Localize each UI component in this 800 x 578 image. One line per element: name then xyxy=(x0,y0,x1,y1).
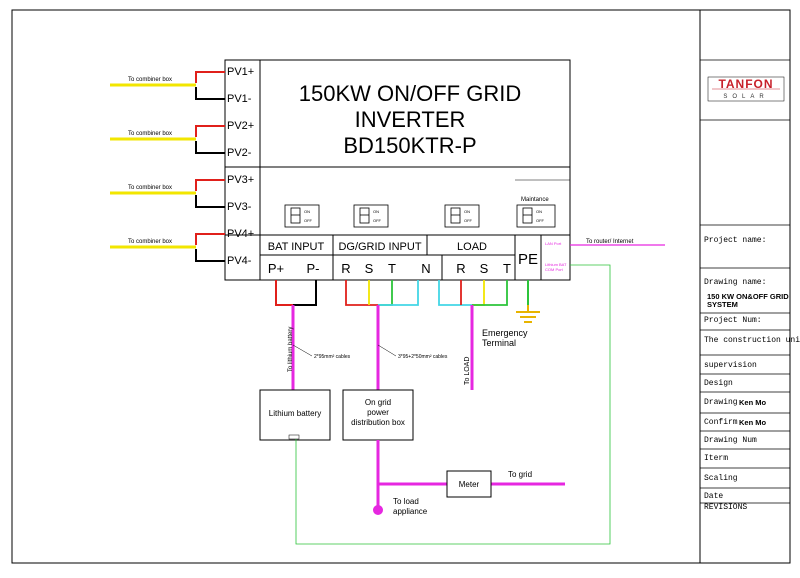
project-name-label: Project name: xyxy=(704,236,767,245)
pv2-plus-label: PV2+ xyxy=(227,120,254,132)
inverter-title-line3: BD150KTR-P xyxy=(343,133,476,158)
tanfon-logo xyxy=(707,76,785,102)
router-label: To router/ Internet xyxy=(586,239,634,245)
switch-3-on: ON xyxy=(464,209,470,214)
ongrid-label-2: power xyxy=(367,408,389,417)
combiner-label-2: To combiner box xyxy=(128,131,172,137)
inverter-title-line1: 150KW ON/OFF GRID xyxy=(299,81,521,106)
switch-4-on: ON xyxy=(536,209,542,214)
supervision-label: supervision xyxy=(704,361,757,370)
pv-cables xyxy=(110,71,225,262)
drawing-name-value-2: SYSTEM xyxy=(707,300,738,309)
grid-s: S xyxy=(365,261,374,276)
pv4-plus-label: PV4+ xyxy=(227,228,254,240)
switch-3-off: OFF xyxy=(464,218,473,223)
combiner-label-3: To combiner box xyxy=(128,185,172,191)
grid-r: R xyxy=(341,261,350,276)
titleblock-grid xyxy=(700,59,790,504)
logo-sub-text: SOLAR xyxy=(723,94,768,100)
emergency-label-2: Terminal xyxy=(482,338,516,348)
drawing-num-label: Drawing Num xyxy=(704,436,757,445)
switch-1-off: OFF xyxy=(304,218,313,223)
meter-box xyxy=(446,470,492,498)
load-appliance-node xyxy=(373,505,383,515)
switch-2 xyxy=(353,204,389,228)
to-load-vertical-label: To LOAD xyxy=(464,357,471,385)
meter-label: Meter xyxy=(459,480,480,489)
load-r: R xyxy=(456,261,465,276)
load-t: T xyxy=(503,261,511,276)
battery-cables xyxy=(275,280,317,390)
cable1-leader xyxy=(292,344,313,357)
ongrid-label-1: On grid xyxy=(365,398,391,407)
switch-maintance xyxy=(516,204,556,228)
pv4-minus-label: PV4- xyxy=(227,255,252,267)
bat-input-label: BAT INPUT xyxy=(268,241,325,253)
logo-main-text: TANFON xyxy=(718,77,773,91)
lithium-port-label-2: COM Port xyxy=(545,267,564,272)
switch-1 xyxy=(284,204,320,228)
load-s: S xyxy=(480,261,489,276)
switch-4-off: OFF xyxy=(536,218,545,223)
pv3-plus-label: PV3+ xyxy=(227,174,254,186)
date-label: Date xyxy=(704,492,724,501)
cable2-label: 3*95+2*50mm² cables xyxy=(398,354,448,360)
pv3-minus-label: PV3- xyxy=(227,201,252,213)
confirm-label: Confirm xyxy=(704,418,738,427)
construction-unit-label: The construction unit: xyxy=(704,336,800,345)
drawing-name-value-1: 150 KW ON&OFF GRID xyxy=(707,292,789,301)
maintance-label: Maintance xyxy=(521,197,549,203)
drawing-border xyxy=(11,9,791,564)
drawing-label: Drawing xyxy=(704,398,738,407)
scaling-label: Scaling xyxy=(704,474,738,483)
drawing-by-value: Ken Mo xyxy=(739,398,767,407)
pv1-minus-label: PV1- xyxy=(227,93,252,105)
grid-t: T xyxy=(388,261,396,276)
grid-cables xyxy=(345,280,419,390)
switch-3 xyxy=(444,204,480,228)
ongrid-label-3: distribution box xyxy=(351,418,405,427)
to-grid-label: To grid xyxy=(508,470,532,479)
drawing-name-label: Drawing name: xyxy=(704,278,767,287)
to-load-label-2: appliance xyxy=(393,507,428,516)
combiner-label-1: To combiner box xyxy=(128,77,172,83)
grid-n: N xyxy=(421,261,430,276)
com-cable xyxy=(295,264,611,545)
lithium-battery-box xyxy=(259,389,331,441)
lan-port-label: LAN Port xyxy=(545,241,562,246)
confirm-by-value: Ken Mo xyxy=(739,418,767,427)
bat-p-plus: P+ xyxy=(268,261,284,276)
pv2-minus-label: PV2- xyxy=(227,147,252,159)
lithium-port-label-1: Lithium BAT xyxy=(545,262,567,267)
pe-label: PE xyxy=(518,251,538,268)
to-load-label-1: To load xyxy=(393,497,419,506)
bat-p-minus: P- xyxy=(307,261,320,276)
battery-bms-port xyxy=(288,434,300,440)
distribution-cables xyxy=(376,440,565,508)
inverter-box xyxy=(224,59,571,281)
iterm-label: Iterm xyxy=(704,454,729,463)
emergency-label-1: Emergency xyxy=(482,328,528,338)
switch-2-on: ON xyxy=(373,209,379,214)
pv1-plus-label: PV1+ xyxy=(227,66,254,78)
revisions-label: REVISIONS xyxy=(704,503,748,512)
switch-1-on: ON xyxy=(304,209,310,214)
ground-symbol xyxy=(516,280,540,323)
combiner-label-4: To combiner box xyxy=(128,239,172,245)
lithium-battery-label: Lithium battery xyxy=(269,409,321,418)
grid-input-label: DG/GRID INPUT xyxy=(338,241,421,253)
project-num-label: Project Num: xyxy=(704,316,762,325)
inverter-title-line2: INVERTER xyxy=(355,107,466,132)
to-lithium-label: To lithium battery xyxy=(288,327,294,372)
on-grid-box xyxy=(342,389,414,441)
load-label: LOAD xyxy=(457,241,487,253)
design-label: Design xyxy=(704,379,733,388)
load-cables xyxy=(438,280,508,390)
cable2-leader xyxy=(377,344,397,357)
switch-2-off: OFF xyxy=(373,218,382,223)
cable1-label: 2*95mm² cables xyxy=(314,354,351,360)
